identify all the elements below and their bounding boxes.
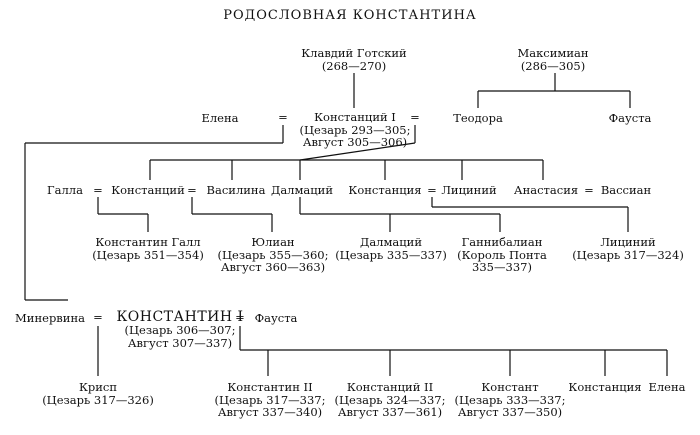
node-fausta-daughter-of-maximian: Фауста [608,111,652,125]
node-constans: Констант (Цезарь 333—337; Август 337—350… [454,380,566,419]
node-minervina: Минервина [15,311,85,325]
node-julian: Юлиан (Цезарь 355—360; Август 360—363) [217,235,329,274]
node-constantius-ii: Констанций II (Цезарь 324—337; Август 33… [334,380,446,419]
node-constantius-i: Констанций I (Цезарь 293—305; Август 305… [299,110,411,149]
node-licinius-sr: Лициний [441,183,497,197]
node-anastasia: Анастасия [513,183,579,197]
node-basilina: Василина [206,183,266,197]
node-constantia: Констанция [348,183,422,197]
marriage-sign-basilina: = [187,183,197,197]
node-constantine-i-reign: (Цезарь 306—307; Август 307—337) [124,323,236,350]
node-bassian: Вассиан [600,183,652,197]
node-theodora: Теодора [453,111,503,125]
node-constantine-i: КОНСТАНТИН I [116,309,244,325]
node-constantine-ii: Константин II (Цезарь 317—337; Август 33… [214,380,326,419]
edge-theodora-branch [299,142,416,161]
marriage-sign-galla: = [93,183,103,197]
node-fausta-wife: Фауста [254,311,298,325]
node-claudius: Клавдий Готский (268—270) [301,46,407,73]
marriage-sign-fausta: = [235,310,245,324]
marriage-sign-bassian: = [584,183,594,197]
node-constantina: Констанция [568,380,642,394]
node-constantius-gallus: Константин Галл (Цезарь 351—354) [92,235,204,262]
marriage-sign-minervina: = [93,310,103,324]
marriage-sign-helena: = [278,110,288,124]
node-crispus: Крисп (Цезарь 317—326) [42,380,154,407]
node-constantius: Констанций [111,183,185,197]
marriage-sign-licinius: = [427,183,437,197]
marriage-sign-theodora: = [410,110,420,124]
node-hannibalianus: Ганнибалиан (Король Понта 335—337) [457,235,547,274]
node-licinius-caesar: Лициний (Цезарь 317—324) [572,235,684,262]
node-galla: Галла [47,183,83,197]
node-helena-daughter: Елена [648,380,686,394]
node-dalmatius-sr: Далмаций [270,183,334,197]
node-maximian: Максимиан (286—305) [517,46,589,73]
node-helena-mother: Елена [201,111,239,125]
node-dalmatius-caesar: Далмаций (Цезарь 335—337) [335,235,447,262]
diagram-title: РОДОСЛОВНАЯ КОНСТАНТИНА [223,8,477,23]
